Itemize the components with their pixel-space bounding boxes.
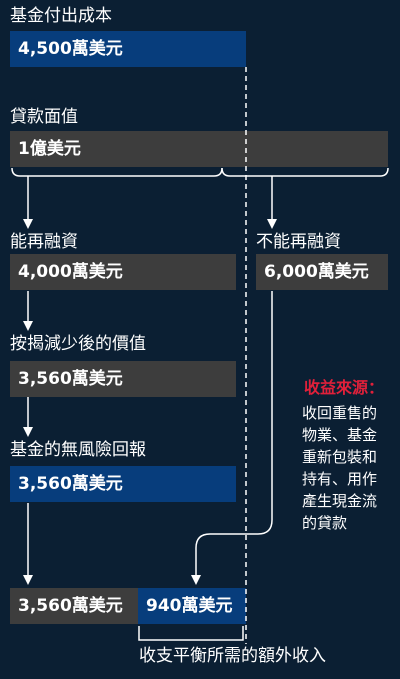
final-right-value: 940萬美元 [138, 588, 246, 624]
discounted-value: 3,560萬美元 [10, 361, 236, 397]
fund-cost-value: 4,500萬美元 [10, 31, 246, 67]
refinance-label: 能再融資 [10, 232, 78, 252]
income-source-line: 的貸款 [302, 514, 348, 532]
loan-face-value: 1億美元 [10, 131, 388, 167]
income-source-line: 物業、基金 [302, 426, 378, 444]
final-left-value: 3,560萬美元 [10, 588, 138, 624]
income-source-line: 重新包裝和 [302, 448, 378, 466]
income-source-title: 收益來源： [304, 378, 385, 397]
income-source-line: 持有、用作 [302, 470, 378, 488]
discounted-label: 按揭減少後的價值 [10, 334, 146, 354]
brace-left [11, 167, 223, 177]
risk-free-value: 3,560萬美元 [10, 466, 236, 502]
breakeven-bracket [138, 626, 244, 641]
arrow-to-final-right [191, 291, 273, 585]
brace-right [221, 167, 389, 177]
no-refinance-value: 6,000萬美元 [256, 254, 388, 290]
income-source-line: 收回重售的 [302, 404, 378, 422]
income-source-body: 收回重售的 物業、基金 重新包裝和 持有、用作 產生現金流 的貸款 [302, 402, 377, 534]
loan-face-label: 貸款面值 [10, 107, 78, 127]
fund-cost-label: 基金付出成本 [10, 6, 112, 26]
no-refinance-label: 不能再融資 [256, 232, 341, 252]
income-source-line: 產生現金流 [302, 492, 378, 510]
breakeven-label: 收支平衡所需的額外收入 [139, 646, 326, 666]
refinance-value: 4,000萬美元 [10, 254, 236, 290]
risk-free-label: 基金的無風險回報 [10, 440, 146, 460]
